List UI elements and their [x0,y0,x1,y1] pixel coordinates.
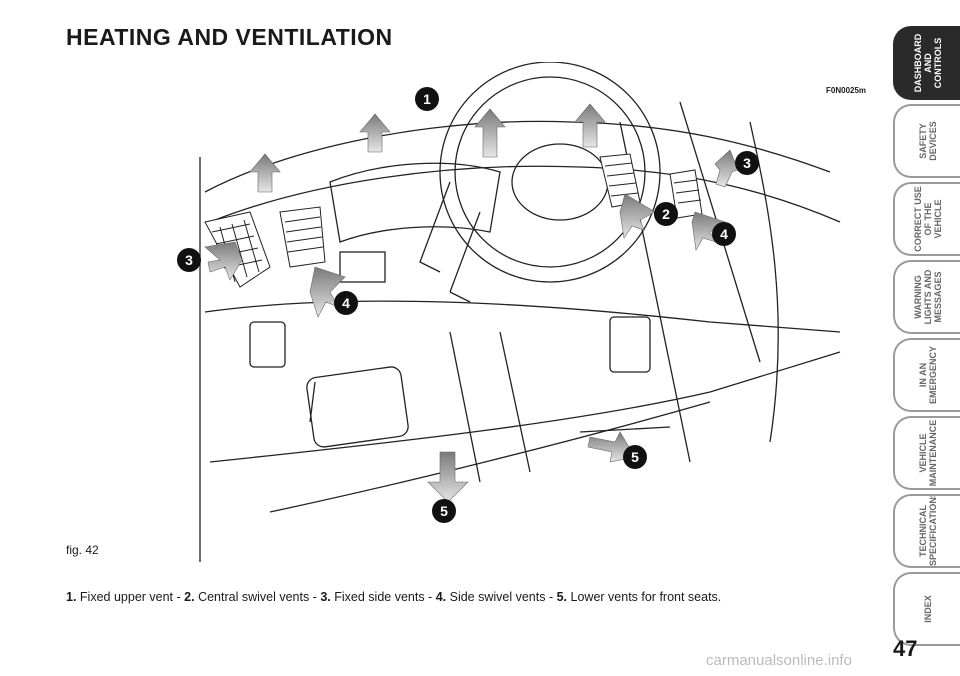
tab-technical-specifications[interactable]: TECHNICAL SPECIFICATIONS [893,494,960,568]
figure-legend: 1. Fixed upper vent - 2. Central swivel … [66,590,721,604]
callout-5-bottom: 5 [432,499,456,523]
tab-safety-devices[interactable]: SAFETY DEVICES [893,104,960,178]
callout-2: 2 [654,202,678,226]
chapter-tabs: DASHBOARD AND CONTROLS SAFETY DEVICES CO… [893,26,960,650]
svg-text:5: 5 [440,503,448,519]
tab-label: DASHBOARD AND CONTROLS [912,33,943,93]
legend-text-4: Side swivel vents - [449,590,557,604]
legend-text-3: Fixed side vents - [334,590,436,604]
tab-label: VEHICLE MAINTENANCE [917,419,938,487]
legend-num-5: 5. [556,590,568,604]
svg-text:5: 5 [631,449,639,465]
watermark: carmanualsonline.info [706,652,852,669]
page-title: HEATING AND VENTILATION [66,24,393,50]
callout-5-right: 5 [623,445,647,469]
tab-correct-use[interactable]: CORRECT USE OF THE VEHICLE [893,182,960,256]
legend-text-5: Lower vents for front seats. [570,590,722,604]
figure-code: F0N0025m [826,86,867,95]
tab-vehicle-maintenance[interactable]: VEHICLE MAINTENANCE [893,416,960,490]
svg-text:3: 3 [185,252,193,268]
airflow-arrows [204,103,739,503]
callout-4-right: 4 [712,222,736,246]
tab-warning-lights[interactable]: WARNING LIGHTS AND MESSAGES [893,260,960,334]
legend-num-1: 1. [66,590,77,604]
legend-num-3: 3. [320,590,331,604]
page-number: 47 [893,636,918,661]
dashboard-illustration: 1 2 3 3 4 4 5 5 [177,62,841,562]
tab-in-an-emergency[interactable]: IN AN EMERGENCY [893,338,960,412]
tab-index[interactable]: INDEX [893,572,960,646]
callout-3-left: 3 [177,248,201,272]
legend-text-1: Fixed upper vent - [79,590,185,604]
callout-4-left: 4 [334,291,358,315]
tab-label: WARNING LIGHTS AND MESSAGES [912,269,943,325]
legend-num-2: 2. [184,590,195,604]
svg-text:4: 4 [720,226,728,242]
tab-label: CORRECT USE OF THE VEHICLE [912,186,943,252]
svg-text:4: 4 [342,295,350,311]
figure-caption: fig. 42 [66,543,99,557]
tab-label: SAFETY DEVICES [917,121,938,161]
callout-3-right: 3 [735,151,759,175]
tab-dashboard-and-controls[interactable]: DASHBOARD AND CONTROLS [893,26,960,100]
legend-text-2: Central swivel vents - [198,590,321,604]
tab-label: TECHNICAL SPECIFICATIONS [917,494,938,566]
svg-text:3: 3 [743,155,751,171]
tab-label: INDEX [922,595,933,623]
svg-text:2: 2 [662,206,670,222]
callout-markers: 1 2 3 3 4 4 5 5 [177,87,759,523]
tab-label: IN AN EMERGENCY [917,346,938,405]
callout-1: 1 [415,87,439,111]
svg-text:1: 1 [423,91,431,107]
legend-num-4: 4. [435,590,447,604]
